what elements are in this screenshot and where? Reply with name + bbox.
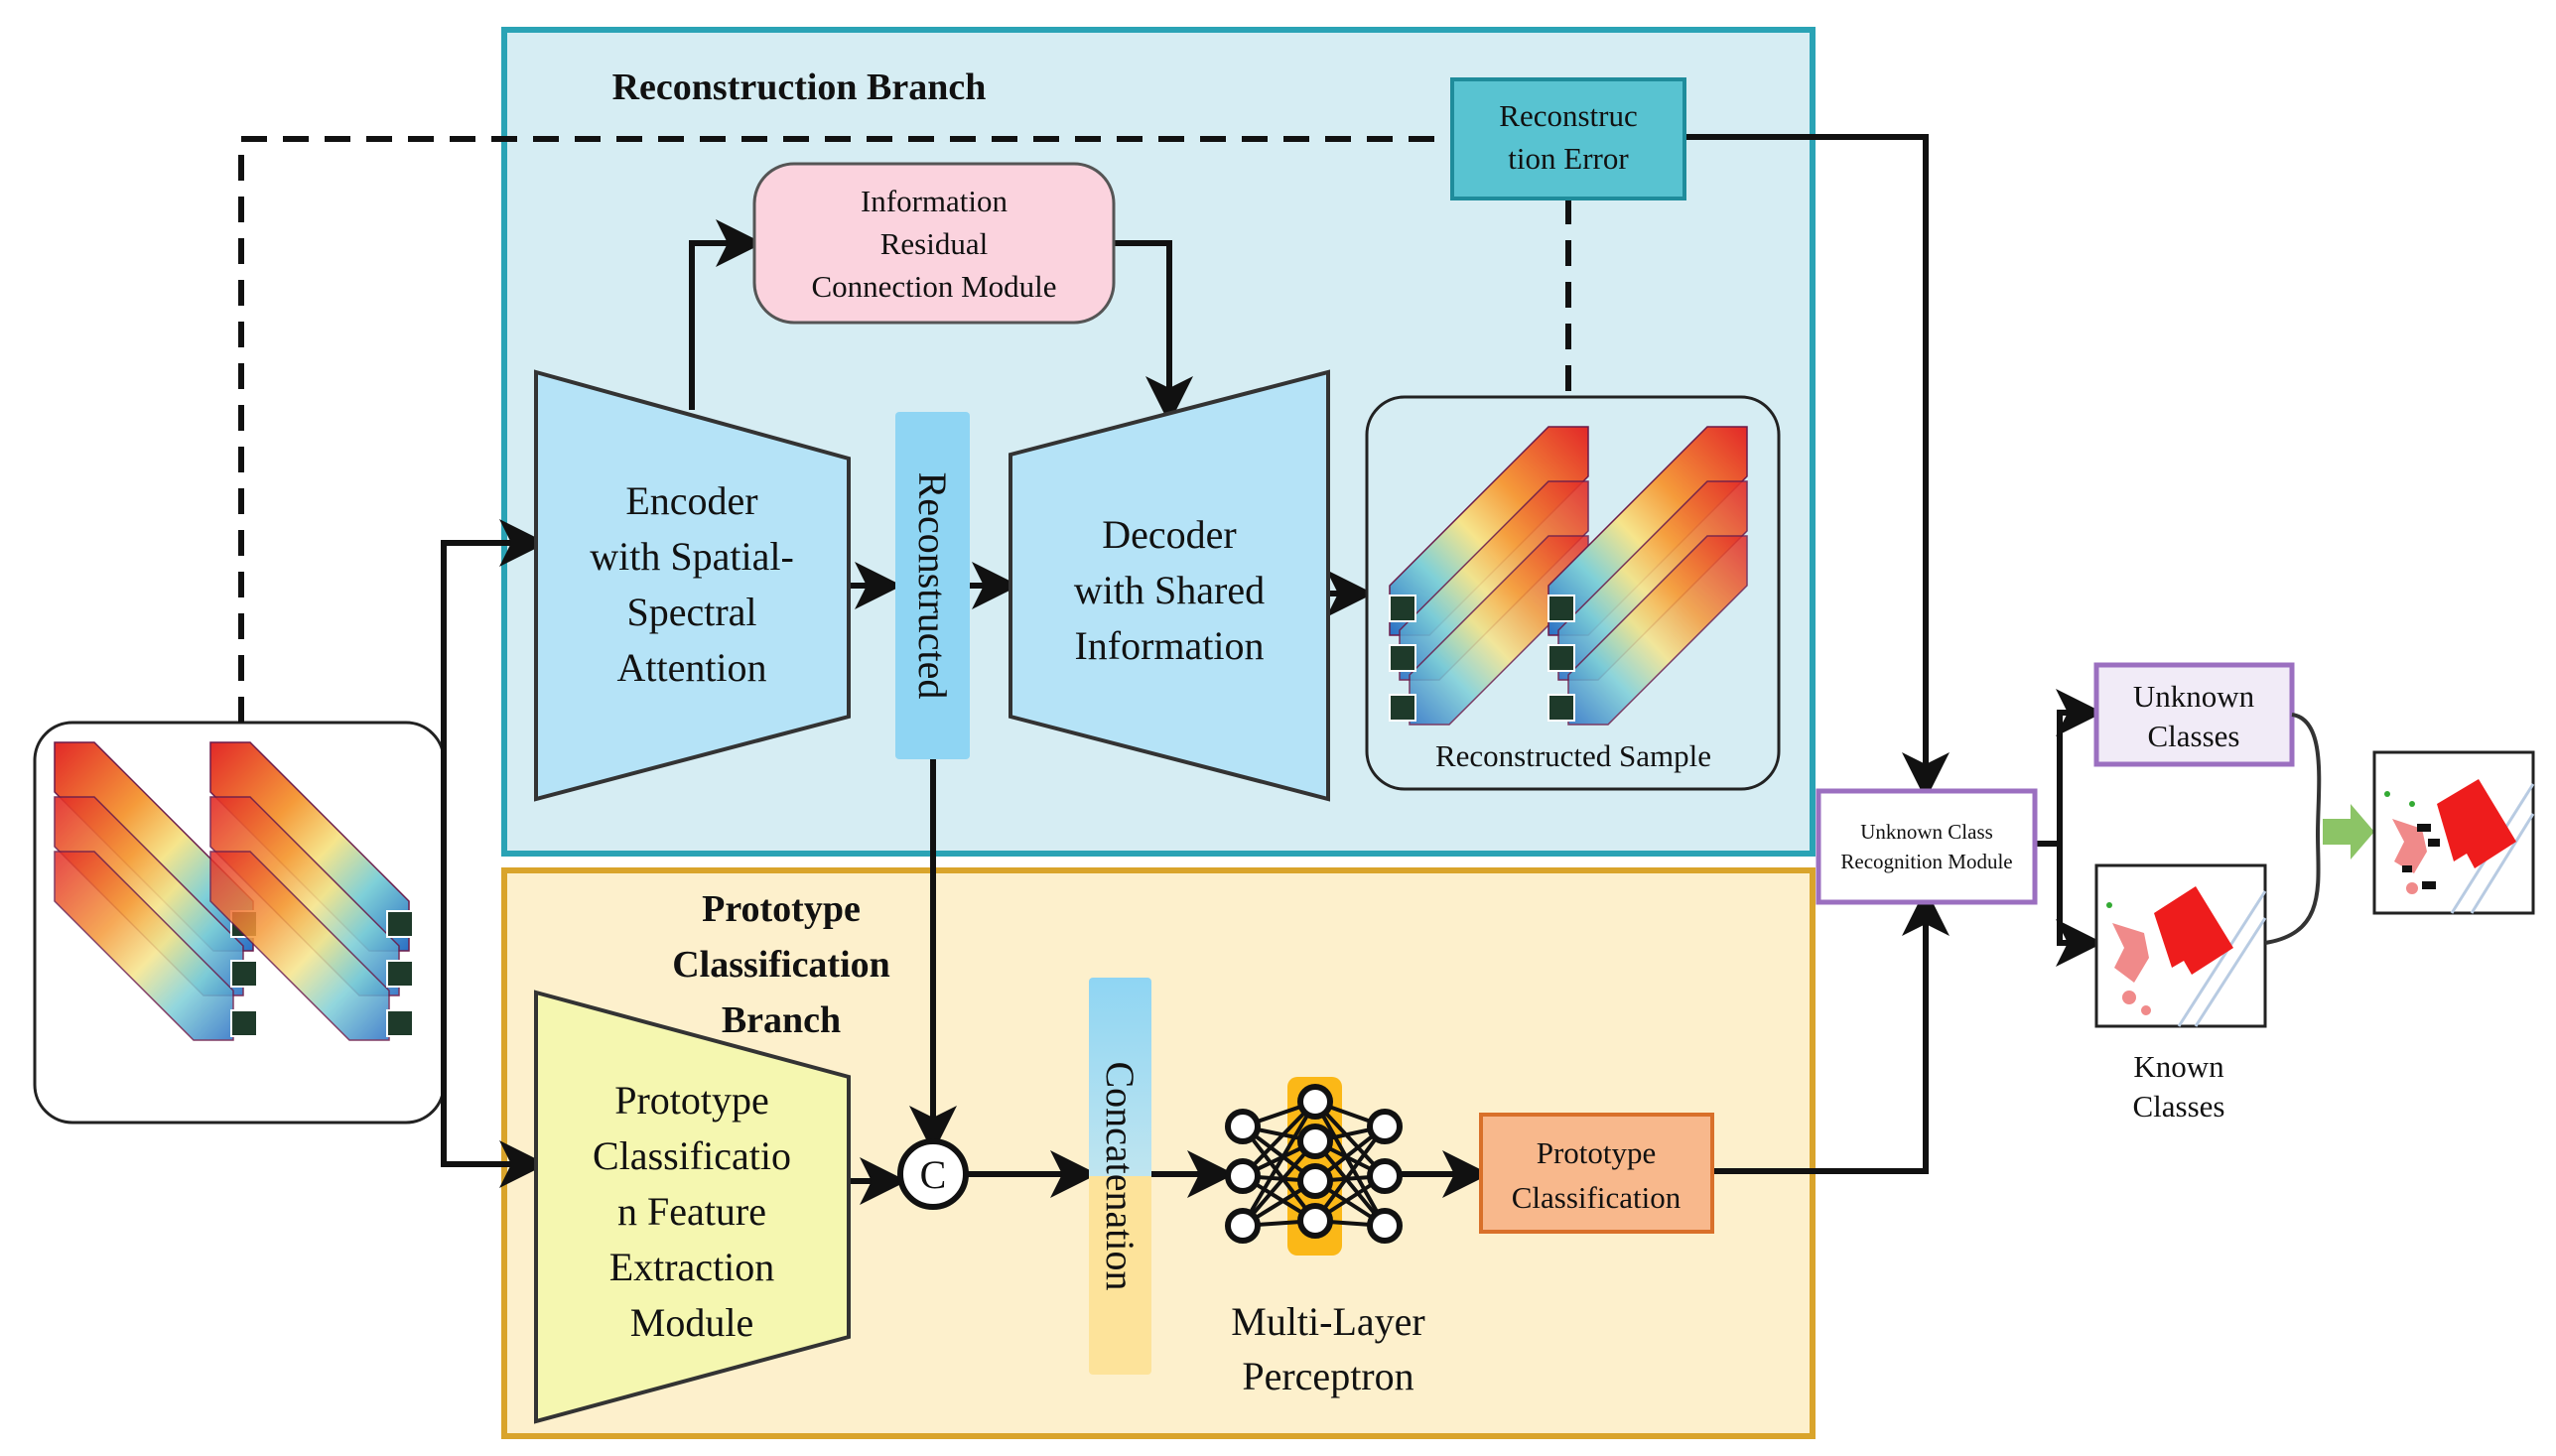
arrow-error-to-recognition [1684, 134, 1950, 800]
reconstructed-sample-label: Reconstructed Sample [1435, 738, 1711, 773]
mlp-label-1: Multi-Layer [1231, 1299, 1425, 1344]
prototype-classification-label-2: Classification [1512, 1180, 1682, 1215]
reconstruction-error-box [1450, 77, 1686, 200]
reconstruction-branch-title: Reconstruction Branch [612, 66, 987, 108]
feature-module-label-3: n Feature [617, 1189, 766, 1234]
arrow-recognition-to-known [2056, 844, 2103, 967]
encoder-label-4: Attention [616, 645, 766, 690]
result-map [2372, 750, 2535, 915]
concat-operator [897, 1138, 969, 1210]
merge-brace [2264, 713, 2322, 945]
reconstruction-error-label-2: tion Error [1508, 141, 1629, 176]
arrow-encoder-to-residual [689, 219, 763, 410]
input-sample-cubes [54, 741, 414, 1041]
feature-module-label-5: Module [630, 1300, 753, 1345]
mlp-network [1225, 1077, 1403, 1256]
reconstruction-error-label-1: Reconstruc [1499, 98, 1637, 133]
feature-extraction-module [534, 990, 851, 1424]
known-classes-map [2094, 863, 2267, 1028]
encoder-label-1: Encoder [625, 478, 757, 523]
mlp-label-2: Perceptron [1242, 1354, 1413, 1398]
prototype-branch-title-2: Classification [672, 944, 890, 986]
reconstructed-sample-cubes [1389, 426, 1748, 726]
unknown-class-recognition-module [1816, 788, 2038, 905]
arrow-recognition-to-unknown [2035, 689, 2103, 847]
concat-operator-symbol: C [920, 1152, 947, 1197]
decoder-label-3: Information [1074, 623, 1264, 668]
arrow-residual-to-decoder [1114, 240, 1193, 424]
prototype-classification-box [1479, 1113, 1714, 1234]
decoder-block [1009, 369, 1330, 802]
feature-module-label-4: Extraction [609, 1245, 775, 1289]
known-classes-label-1: Known [2133, 1049, 2224, 1084]
reconstructed-bar [895, 412, 970, 759]
prototype-branch-title-1: Prototype [702, 888, 861, 930]
prototype-classification-label-1: Prototype [1537, 1135, 1657, 1170]
residual-module-label-3: Connection Module [811, 269, 1056, 304]
result-arrow [2323, 804, 2374, 860]
decoder-label-1: Decoder [1102, 512, 1236, 557]
arrow-input-to-feature-module [441, 898, 547, 1188]
recognition-module-label-2: Recognition Module [1840, 850, 2012, 873]
recognition-module-label-1: Unknown Class [1860, 820, 1993, 844]
feature-module-label-1: Prototype [614, 1078, 769, 1123]
residual-module-label-1: Information [861, 184, 1009, 218]
encoder-label-2: with Spatial- [590, 534, 794, 579]
residual-connection-module [752, 162, 1116, 325]
unknown-classes-label-1: Unknown [2133, 679, 2255, 714]
reconstructed-bar-label: Reconstructed [910, 472, 955, 700]
encoder-label-3: Spectral [626, 590, 756, 634]
concatenation-bar [1089, 978, 1151, 1375]
concatenation-bar-label: Concatenation [1098, 1061, 1143, 1290]
known-classes-label-2: Classes [2133, 1089, 2225, 1124]
arrow-prototype-cls-to-recognition [1712, 888, 1950, 1174]
residual-module-label-2: Residual [880, 226, 989, 261]
dashed-input-to-error [238, 136, 1452, 723]
decoder-label-2: with Shared [1074, 568, 1265, 612]
encoder-block [534, 369, 851, 802]
unknown-classes-label-2: Classes [2148, 719, 2240, 753]
prototype-branch-title-3: Branch [722, 999, 841, 1041]
arrow-input-to-encoder [441, 519, 547, 898]
feature-module-label-2: Classificatio [593, 1133, 791, 1178]
